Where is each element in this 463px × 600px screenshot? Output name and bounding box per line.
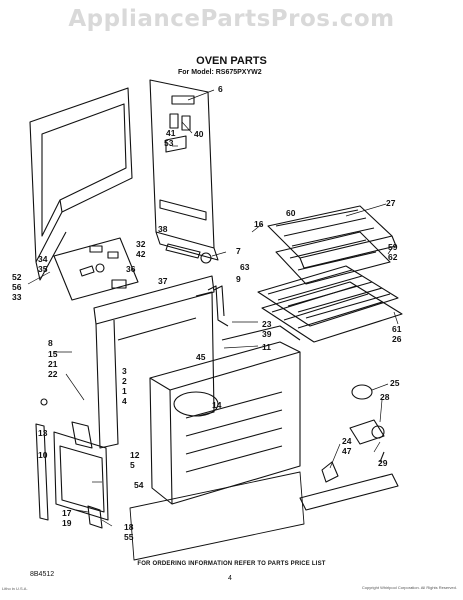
door-hinges	[40, 398, 103, 529]
callout-17: 17	[62, 508, 72, 518]
callout-62: 62	[388, 252, 398, 262]
callout-22: 22	[48, 369, 58, 379]
copyright-note: Copyright Whirlpool Corporation. All Rig…	[361, 585, 457, 590]
callout-13: 13	[38, 428, 48, 438]
callout-63: 63	[240, 262, 250, 272]
callout-41: 41	[166, 128, 176, 138]
callout-16: 16	[254, 219, 264, 229]
callout-40: 40	[194, 129, 204, 139]
callout-38: 38	[158, 224, 168, 234]
callout-61: 61	[392, 324, 402, 334]
callout-4: 4	[122, 396, 127, 406]
callout-8: 8	[48, 338, 53, 348]
callout-24: 24	[342, 436, 352, 446]
gas-tube	[207, 285, 229, 327]
callout-52: 52	[12, 272, 22, 282]
component-plate	[53, 237, 139, 301]
callout-19: 19	[62, 518, 72, 528]
callout-5: 5	[130, 460, 135, 470]
callout-34: 34	[38, 254, 48, 264]
callout-55: 55	[124, 532, 134, 542]
callout-36: 36	[126, 264, 136, 274]
oven-racks	[257, 265, 403, 343]
callout-47: 47	[342, 446, 352, 456]
callout-27: 27	[386, 198, 396, 208]
callout-53: 53	[164, 138, 174, 148]
callout-23: 23	[262, 319, 272, 329]
callout-60: 60	[286, 208, 296, 218]
callout-25: 25	[390, 378, 400, 388]
callout-45: 45	[196, 352, 206, 362]
callout-59: 59	[388, 242, 398, 252]
callout-9: 9	[236, 274, 241, 284]
callout-12: 12	[130, 450, 140, 460]
page-number: 4	[228, 575, 232, 582]
callout-33: 33	[12, 292, 22, 302]
callout-26: 26	[392, 334, 402, 344]
oven-door	[35, 423, 109, 521]
side-panel	[149, 79, 219, 261]
callout-14: 14	[212, 400, 222, 410]
bracket	[165, 243, 212, 264]
document-code: 8B4512	[30, 571, 55, 578]
callout-21: 21	[48, 359, 58, 369]
diagram-title: OVEN PARTS	[196, 55, 267, 67]
leader-lines	[27, 89, 399, 527]
rear-panel	[29, 87, 133, 281]
callout-28: 28	[380, 392, 390, 402]
callout-35: 35	[38, 264, 48, 274]
broil-element	[267, 205, 397, 285]
callout-18: 18	[124, 522, 134, 532]
callout-10: 10	[38, 450, 48, 460]
burner-assembly	[349, 384, 385, 463]
callout-29: 29	[378, 458, 388, 468]
callout-42: 42	[136, 249, 146, 259]
callout-6: 6	[218, 84, 223, 94]
kick-plate	[129, 461, 399, 561]
callout-39: 39	[262, 329, 272, 339]
callout-7: 7	[236, 246, 241, 256]
model-number: For Model: RS675PXYW2	[178, 69, 262, 76]
watermark-text: AppliancePartsPros.com	[68, 6, 395, 32]
callout-54: 54	[134, 480, 144, 490]
callout-3: 3	[122, 366, 127, 376]
callout-56: 56	[12, 282, 22, 292]
callout-37: 37	[158, 276, 168, 286]
ordering-note: FOR ORDERING INFORMATION REFER TO PARTS …	[137, 561, 326, 567]
callout-11: 11	[262, 342, 271, 352]
callout-32: 32	[136, 239, 146, 249]
callout-2: 2	[122, 376, 127, 386]
callout-15: 15	[48, 349, 58, 359]
callout-1: 1	[122, 386, 127, 396]
front-frame	[93, 275, 215, 449]
print-note: Litho in U.S.A.	[2, 586, 28, 591]
oven-cavity	[149, 325, 301, 505]
